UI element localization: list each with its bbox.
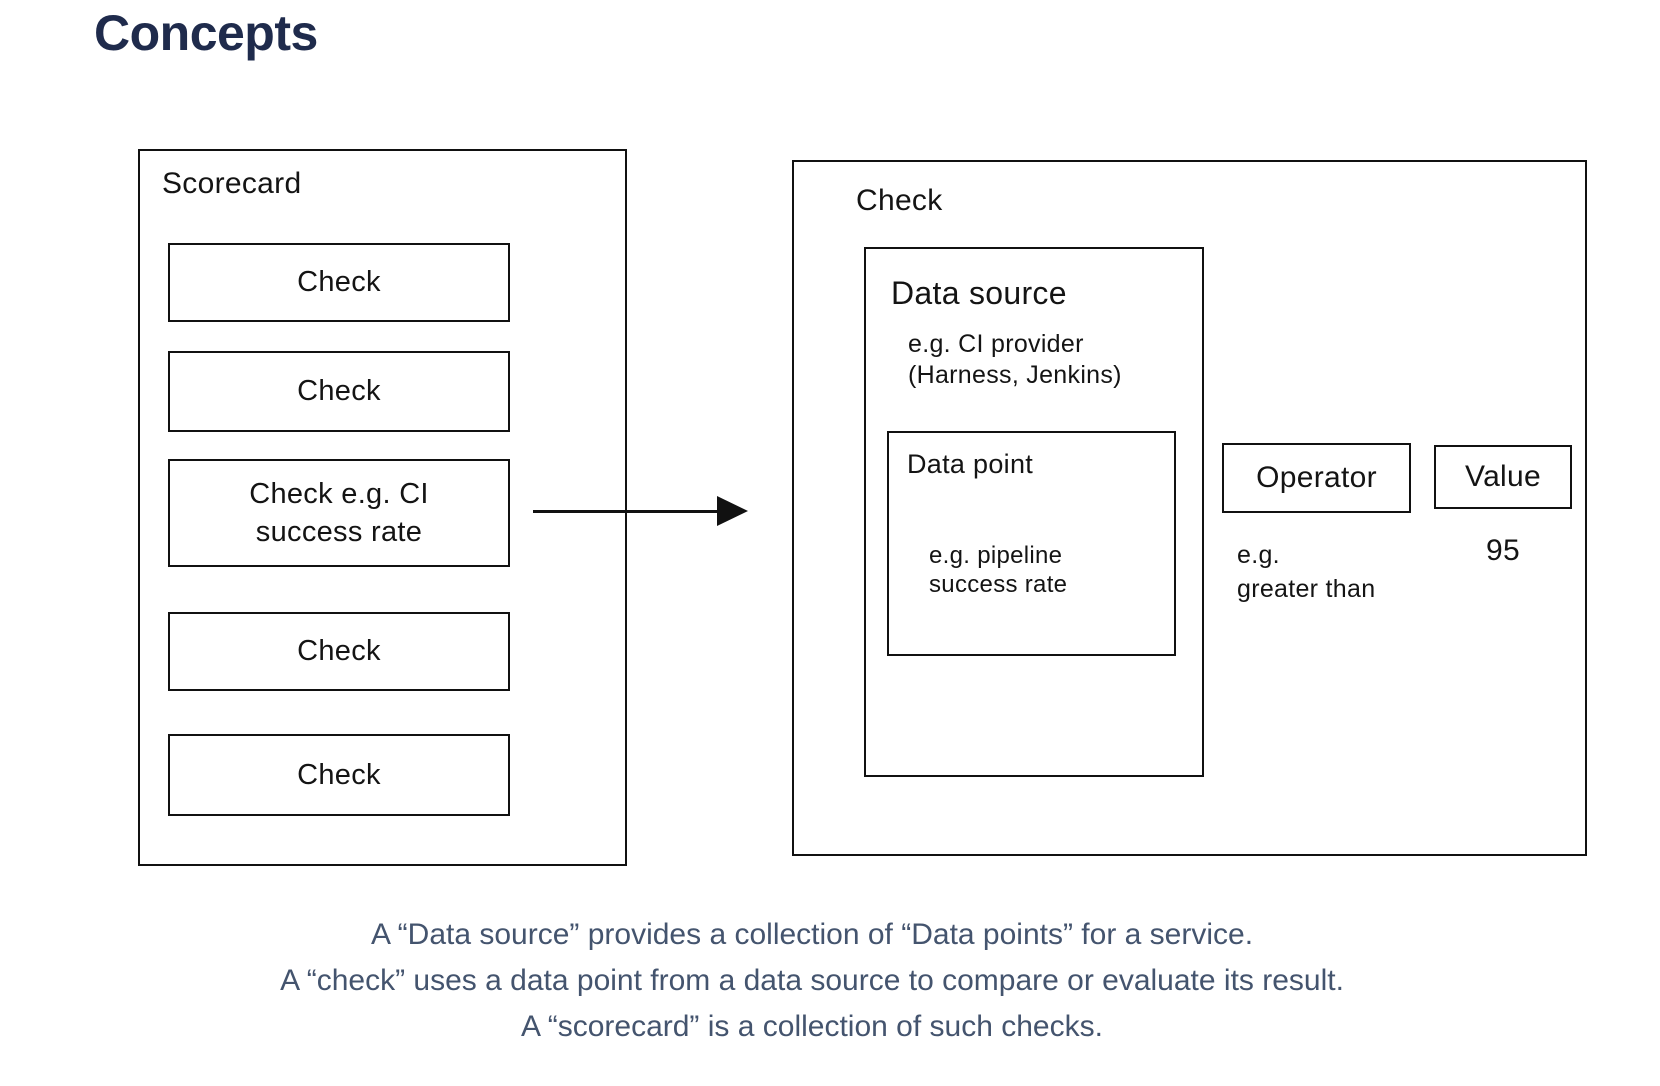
data-source-label: Data source	[891, 275, 1067, 311]
operator-example-text: e.g. greater than	[1237, 538, 1375, 606]
arrow-right-icon	[717, 496, 748, 526]
data-source-example-line1: e.g. CI provider	[908, 330, 1084, 358]
scorecard-check-item-5: Check	[168, 734, 510, 816]
data-point-box: Data point e.g. pipeline success rate	[887, 431, 1176, 656]
value-label: Value	[1464, 460, 1541, 493]
operator-example-line2: greater than	[1237, 575, 1376, 603]
operator-box: Operator	[1222, 443, 1411, 513]
check-label: Check	[297, 266, 381, 299]
scorecard-check-item-1: Check	[168, 243, 510, 322]
caption-block: A “Data source” provides a collection of…	[0, 912, 1624, 1050]
check-label-line1: Check e.g. CI	[249, 477, 429, 510]
data-source-box: Data source e.g. CI provider (Harness, J…	[864, 247, 1204, 777]
value-box: Value	[1434, 445, 1572, 509]
data-point-example-line1: e.g. pipeline	[929, 542, 1063, 569]
scorecard-label: Scorecard	[162, 167, 302, 200]
page-title: Concepts	[94, 5, 318, 61]
check-label-line2: success rate	[255, 516, 423, 548]
check-label: Check	[297, 758, 381, 791]
value-example-text: 95	[1486, 534, 1520, 567]
data-point-example-text: e.g. pipeline success rate	[929, 541, 1067, 599]
check-detail-box: Check Data source e.g. CI provider (Harn…	[792, 160, 1587, 856]
caption-line-3: A “scorecard” is a collection of such ch…	[521, 1010, 1103, 1043]
check-label: Check	[297, 635, 381, 668]
data-point-example-line2: success rate	[929, 571, 1068, 598]
caption-line-2: A “check” uses a data point from a data …	[280, 964, 1344, 997]
scorecard-box: Scorecard Check Check Check e.g. CI succ…	[138, 149, 627, 866]
data-source-example-text: e.g. CI provider (Harness, Jenkins)	[908, 329, 1122, 391]
scorecard-to-check-arrow-line	[533, 510, 718, 513]
data-source-example-line2: (Harness, Jenkins)	[908, 361, 1122, 389]
check-detail-label: Check	[856, 184, 943, 217]
check-label: Check	[297, 375, 381, 408]
scorecard-check-item-4: Check	[168, 612, 510, 691]
scorecard-check-item-2: Check	[168, 351, 510, 432]
operator-label: Operator	[1256, 461, 1377, 494]
data-point-label: Data point	[907, 449, 1034, 479]
caption-line-1: A “Data source” provides a collection of…	[370, 918, 1254, 951]
scorecard-check-item-3-ci-success-rate: Check e.g. CI success rate	[168, 459, 510, 567]
operator-example-line1: e.g.	[1237, 541, 1280, 569]
